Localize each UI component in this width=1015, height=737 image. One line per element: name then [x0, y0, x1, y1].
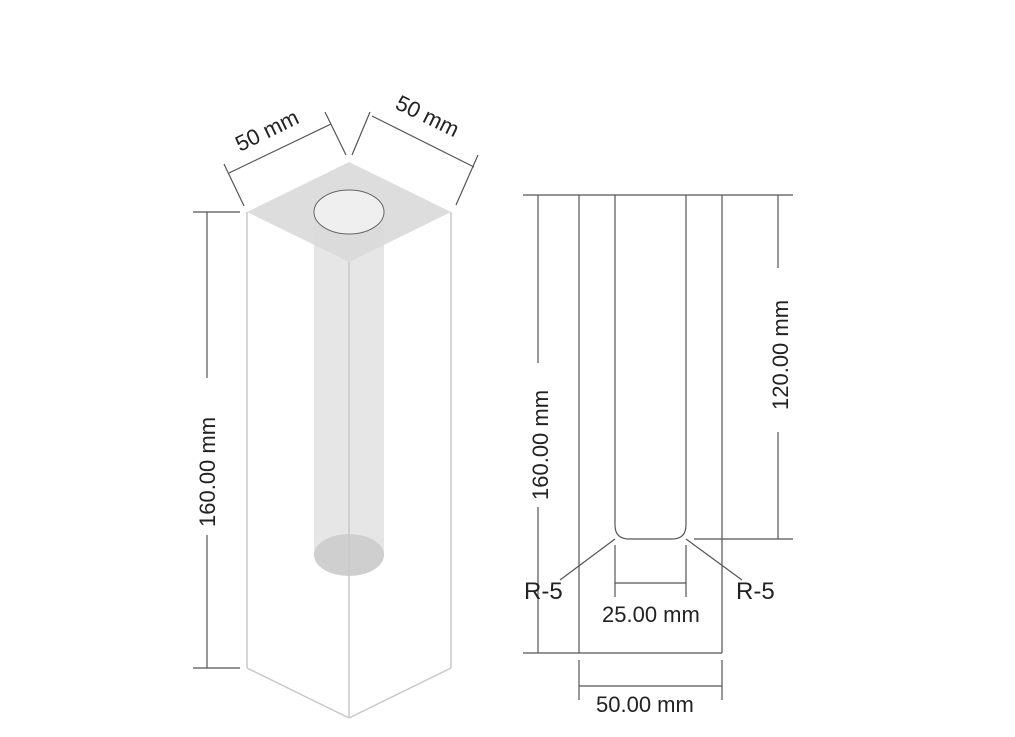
isometric-view: 50 mm 50 mm 160.00 mm: [193, 90, 479, 719]
radius-right-label: R-5: [736, 578, 775, 605]
iso-width-left-label: 50 mm: [231, 105, 302, 157]
bore-profile: [614, 195, 687, 540]
section-view: 160.00 mm 120.00 mm 25.00 mm 50.00 mm R-…: [523, 194, 793, 717]
bore-opening: [313, 189, 385, 235]
section-bore-depth-label: 120.00 mm: [768, 300, 793, 410]
iso-width-right-label: 50 mm: [392, 90, 463, 142]
iso-height-label: 160.00 mm: [195, 417, 220, 527]
section-outer-width-label: 50.00 mm: [596, 692, 694, 717]
section-bore-diameter-label: 25.00 mm: [602, 602, 700, 627]
section-total-height-label: 160.00 mm: [528, 390, 553, 500]
radius-left-label: R-5: [524, 578, 563, 605]
